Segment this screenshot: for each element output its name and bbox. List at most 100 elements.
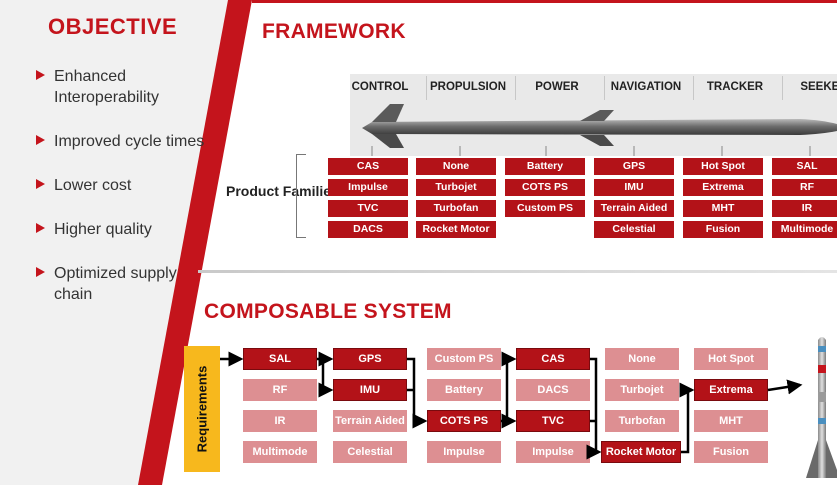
product-families-bracket — [296, 154, 306, 238]
composable-option-selected: GPS — [333, 348, 407, 370]
composable-option-selected: COTS PS — [427, 410, 501, 432]
composable-option-label: IR — [274, 414, 286, 427]
composable-option: Custom PS — [427, 348, 501, 370]
connector-arrow — [318, 359, 334, 398]
composable-option: Turbojet — [605, 379, 679, 401]
framework-column-header: TRACKER — [706, 81, 764, 93]
composable-option-label: COTS PS — [439, 414, 489, 427]
requirements-label: Requirements — [194, 365, 210, 453]
composable-option-label: IMU — [359, 383, 381, 396]
framework-option-box: RF — [772, 179, 837, 196]
objective-title: OBJECTIVE — [48, 14, 178, 39]
composable-option-label: Impulse — [443, 445, 485, 458]
framework-option-box: CAS — [328, 158, 408, 175]
column-separator — [426, 76, 427, 100]
composable-option: Fusion — [694, 441, 768, 463]
framework-option-box: Custom PS — [505, 200, 585, 217]
product-families-label: Product Families — [226, 183, 339, 199]
objective-item: Higher quality — [36, 219, 206, 240]
framework-option-box: Turbojet — [416, 179, 496, 196]
composable-option-label: Battery — [445, 383, 483, 396]
objective-item-text: Enhanced Interoperability — [54, 68, 159, 106]
objective-item-text: Improved cycle times — [54, 133, 205, 150]
framework-option-box: Turbofan — [416, 200, 496, 217]
column-separator — [604, 76, 605, 100]
objective-item-text: Optimized supply chain — [54, 265, 177, 303]
connector-arrow — [767, 379, 803, 395]
framework-column-header: NAVIGATION — [610, 81, 682, 93]
composable-option-selected: SAL — [243, 348, 317, 370]
composable-option: Hot Spot — [694, 348, 768, 370]
framework-option-box: DACS — [328, 221, 408, 238]
framework-option-box: Celestial — [594, 221, 674, 238]
objective-item-text: Lower cost — [54, 177, 132, 194]
connector-arrow — [586, 357, 602, 460]
composable-option-label: GPS — [358, 352, 382, 365]
framework-title: FRAMEWORK — [262, 20, 406, 43]
composable-option-label: None — [628, 352, 656, 365]
composable-option-label: Impulse — [532, 445, 574, 458]
composable-option-label: Turbojet — [620, 383, 664, 396]
composable-option: Battery — [427, 379, 501, 401]
objective-item: Enhanced Interoperability — [36, 66, 206, 108]
composable-option-selected: CAS — [516, 348, 590, 370]
framework-option-box: IMU — [594, 179, 674, 196]
composable-option-label: MHT — [719, 414, 743, 427]
framework-column-header: SEEKER — [800, 81, 837, 93]
composable-option-label: Terrain Aided — [335, 414, 405, 427]
framework-option-box: Extrema — [683, 179, 763, 196]
composable-option-label: Hot Spot — [708, 352, 754, 365]
composable-option: Terrain Aided — [333, 410, 407, 432]
objective-item: Lower cost — [36, 175, 206, 196]
composable-option-label: Multimode — [252, 445, 308, 458]
composable-option-selected: Rocket Motor — [601, 441, 681, 463]
section-divider — [198, 270, 837, 273]
connector-arrow — [407, 357, 428, 429]
composable-option-label: Celestial — [347, 445, 393, 458]
composable-option-label: TVC — [542, 414, 564, 427]
requirements-box: Requirements — [184, 346, 220, 472]
composable-option: MHT — [694, 410, 768, 432]
column-separator — [782, 76, 783, 100]
framework-column-header: POWER — [535, 81, 579, 93]
composable-option: Multimode — [243, 441, 317, 463]
bullet-arrow-icon — [36, 179, 45, 189]
framework-column-header: CONTROL — [351, 81, 409, 93]
bullet-arrow-icon — [36, 70, 45, 80]
composable-option-selected: TVC — [516, 410, 590, 432]
framework-option-box: MHT — [683, 200, 763, 217]
composable-option-label: SAL — [269, 352, 291, 365]
composable-option-label: Fusion — [712, 445, 750, 458]
composable-option: None — [605, 348, 679, 370]
bullet-arrow-icon — [36, 135, 45, 145]
composable-option: Celestial — [333, 441, 407, 463]
composable-option: DACS — [516, 379, 590, 401]
framework-option-box: Impulse — [328, 179, 408, 196]
composable-option: IR — [243, 410, 317, 432]
framework-option-box: Terrain Aided — [594, 200, 674, 217]
composable-option-label: Turbofan — [618, 414, 666, 427]
framework-option-box: GPS — [594, 158, 674, 175]
column-separator — [515, 76, 516, 100]
column-separator — [693, 76, 694, 100]
framework-option-box: Multimode — [772, 221, 837, 238]
composable-option-label: Rocket Motor — [605, 445, 677, 458]
bullet-arrow-icon — [36, 223, 45, 233]
framework-option-box: None — [416, 158, 496, 175]
composable-option: RF — [243, 379, 317, 401]
framework-column-header: PROPULSION — [429, 81, 507, 93]
composable-option: Impulse — [427, 441, 501, 463]
connector-arrow — [679, 382, 695, 454]
composable-option-label: CAS — [541, 352, 565, 365]
framework-option-box: Hot Spot — [683, 158, 763, 175]
framework-option-box: TVC — [328, 200, 408, 217]
composable-option-label: Extrema — [709, 383, 753, 396]
composable-option-label: RF — [272, 383, 288, 396]
composable-option: Turbofan — [605, 410, 679, 432]
composable-option-label: Custom PS — [434, 352, 494, 365]
composable-option: Impulse — [516, 441, 590, 463]
composable-option-label: DACS — [537, 383, 569, 396]
composable-option-selected: IMU — [333, 379, 407, 401]
